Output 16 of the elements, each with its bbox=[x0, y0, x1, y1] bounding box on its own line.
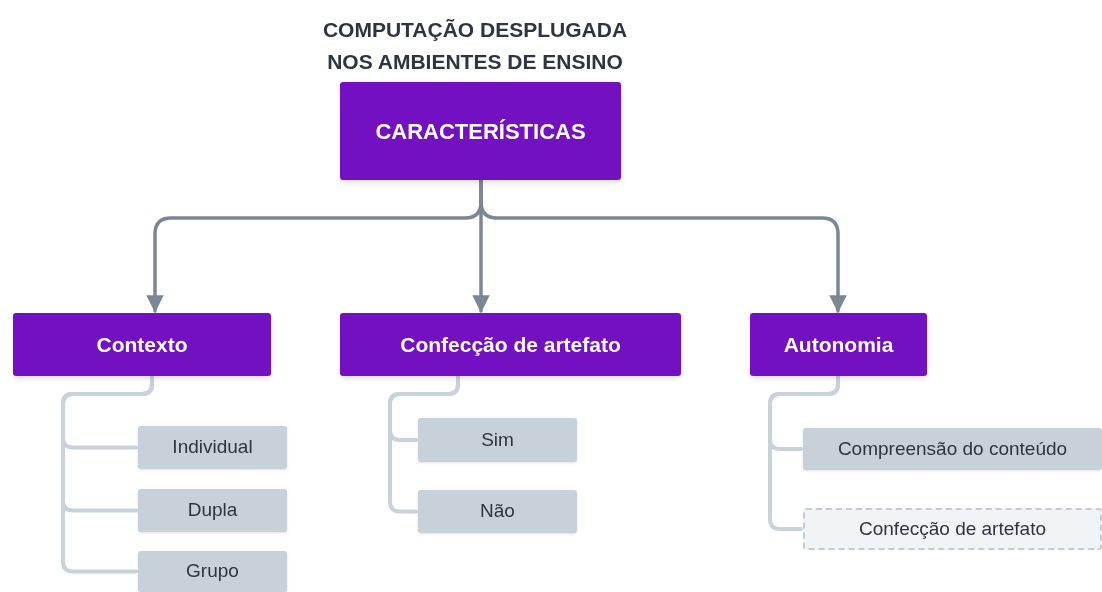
option-box: Confecção de artefato bbox=[803, 508, 1102, 550]
category-box: Contexto bbox=[13, 313, 271, 376]
connector-line bbox=[61, 374, 154, 574]
option-box: Compreensão do conteúdo bbox=[803, 428, 1102, 470]
option-box: Grupo bbox=[138, 551, 287, 592]
option-box: Não bbox=[418, 490, 577, 533]
category-box: Confecção de artefato bbox=[340, 313, 681, 376]
diagram-title: COMPUTAÇÃO DESPLUGADA NOS AMBIENTES DE ENSINO bbox=[321, 17, 629, 75]
option-box: Dupla bbox=[138, 489, 287, 532]
main-topic-box: CARACTERÍSTICAS bbox=[340, 82, 621, 180]
option-box: Sim bbox=[418, 418, 577, 462]
category-box: Autonomia bbox=[750, 313, 927, 376]
connector-line bbox=[768, 374, 840, 531]
connector-line bbox=[388, 374, 460, 514]
option-box: Individual bbox=[138, 426, 287, 469]
arrow bbox=[479, 178, 847, 313]
